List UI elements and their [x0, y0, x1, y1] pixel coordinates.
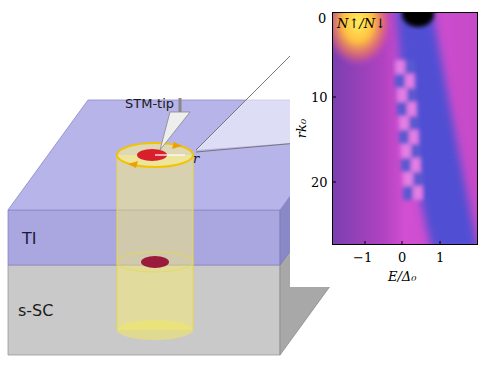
y-tick: 20: [311, 175, 328, 190]
x-tick: 0: [398, 250, 406, 265]
x-tick: −1: [353, 250, 372, 265]
x-tick: 1: [436, 250, 444, 265]
ldos-plot-frame: N↑/N↓: [332, 12, 478, 245]
ti-layer: TI: [18, 226, 41, 251]
y-tick: 0: [318, 11, 326, 26]
radius-label: r: [193, 151, 199, 166]
superconductor-layer: s-SC: [14, 298, 58, 323]
stm-tip-label: STM-tip: [125, 96, 174, 111]
y-axis-title: rk₀: [294, 119, 309, 138]
node-label: TI: [22, 229, 37, 248]
node-label: s-SC: [18, 301, 54, 320]
y-tick: 10: [311, 90, 328, 105]
node-label: N↑/N↓: [337, 16, 473, 31]
x-axis-title: E/Δ₀: [388, 269, 416, 284]
